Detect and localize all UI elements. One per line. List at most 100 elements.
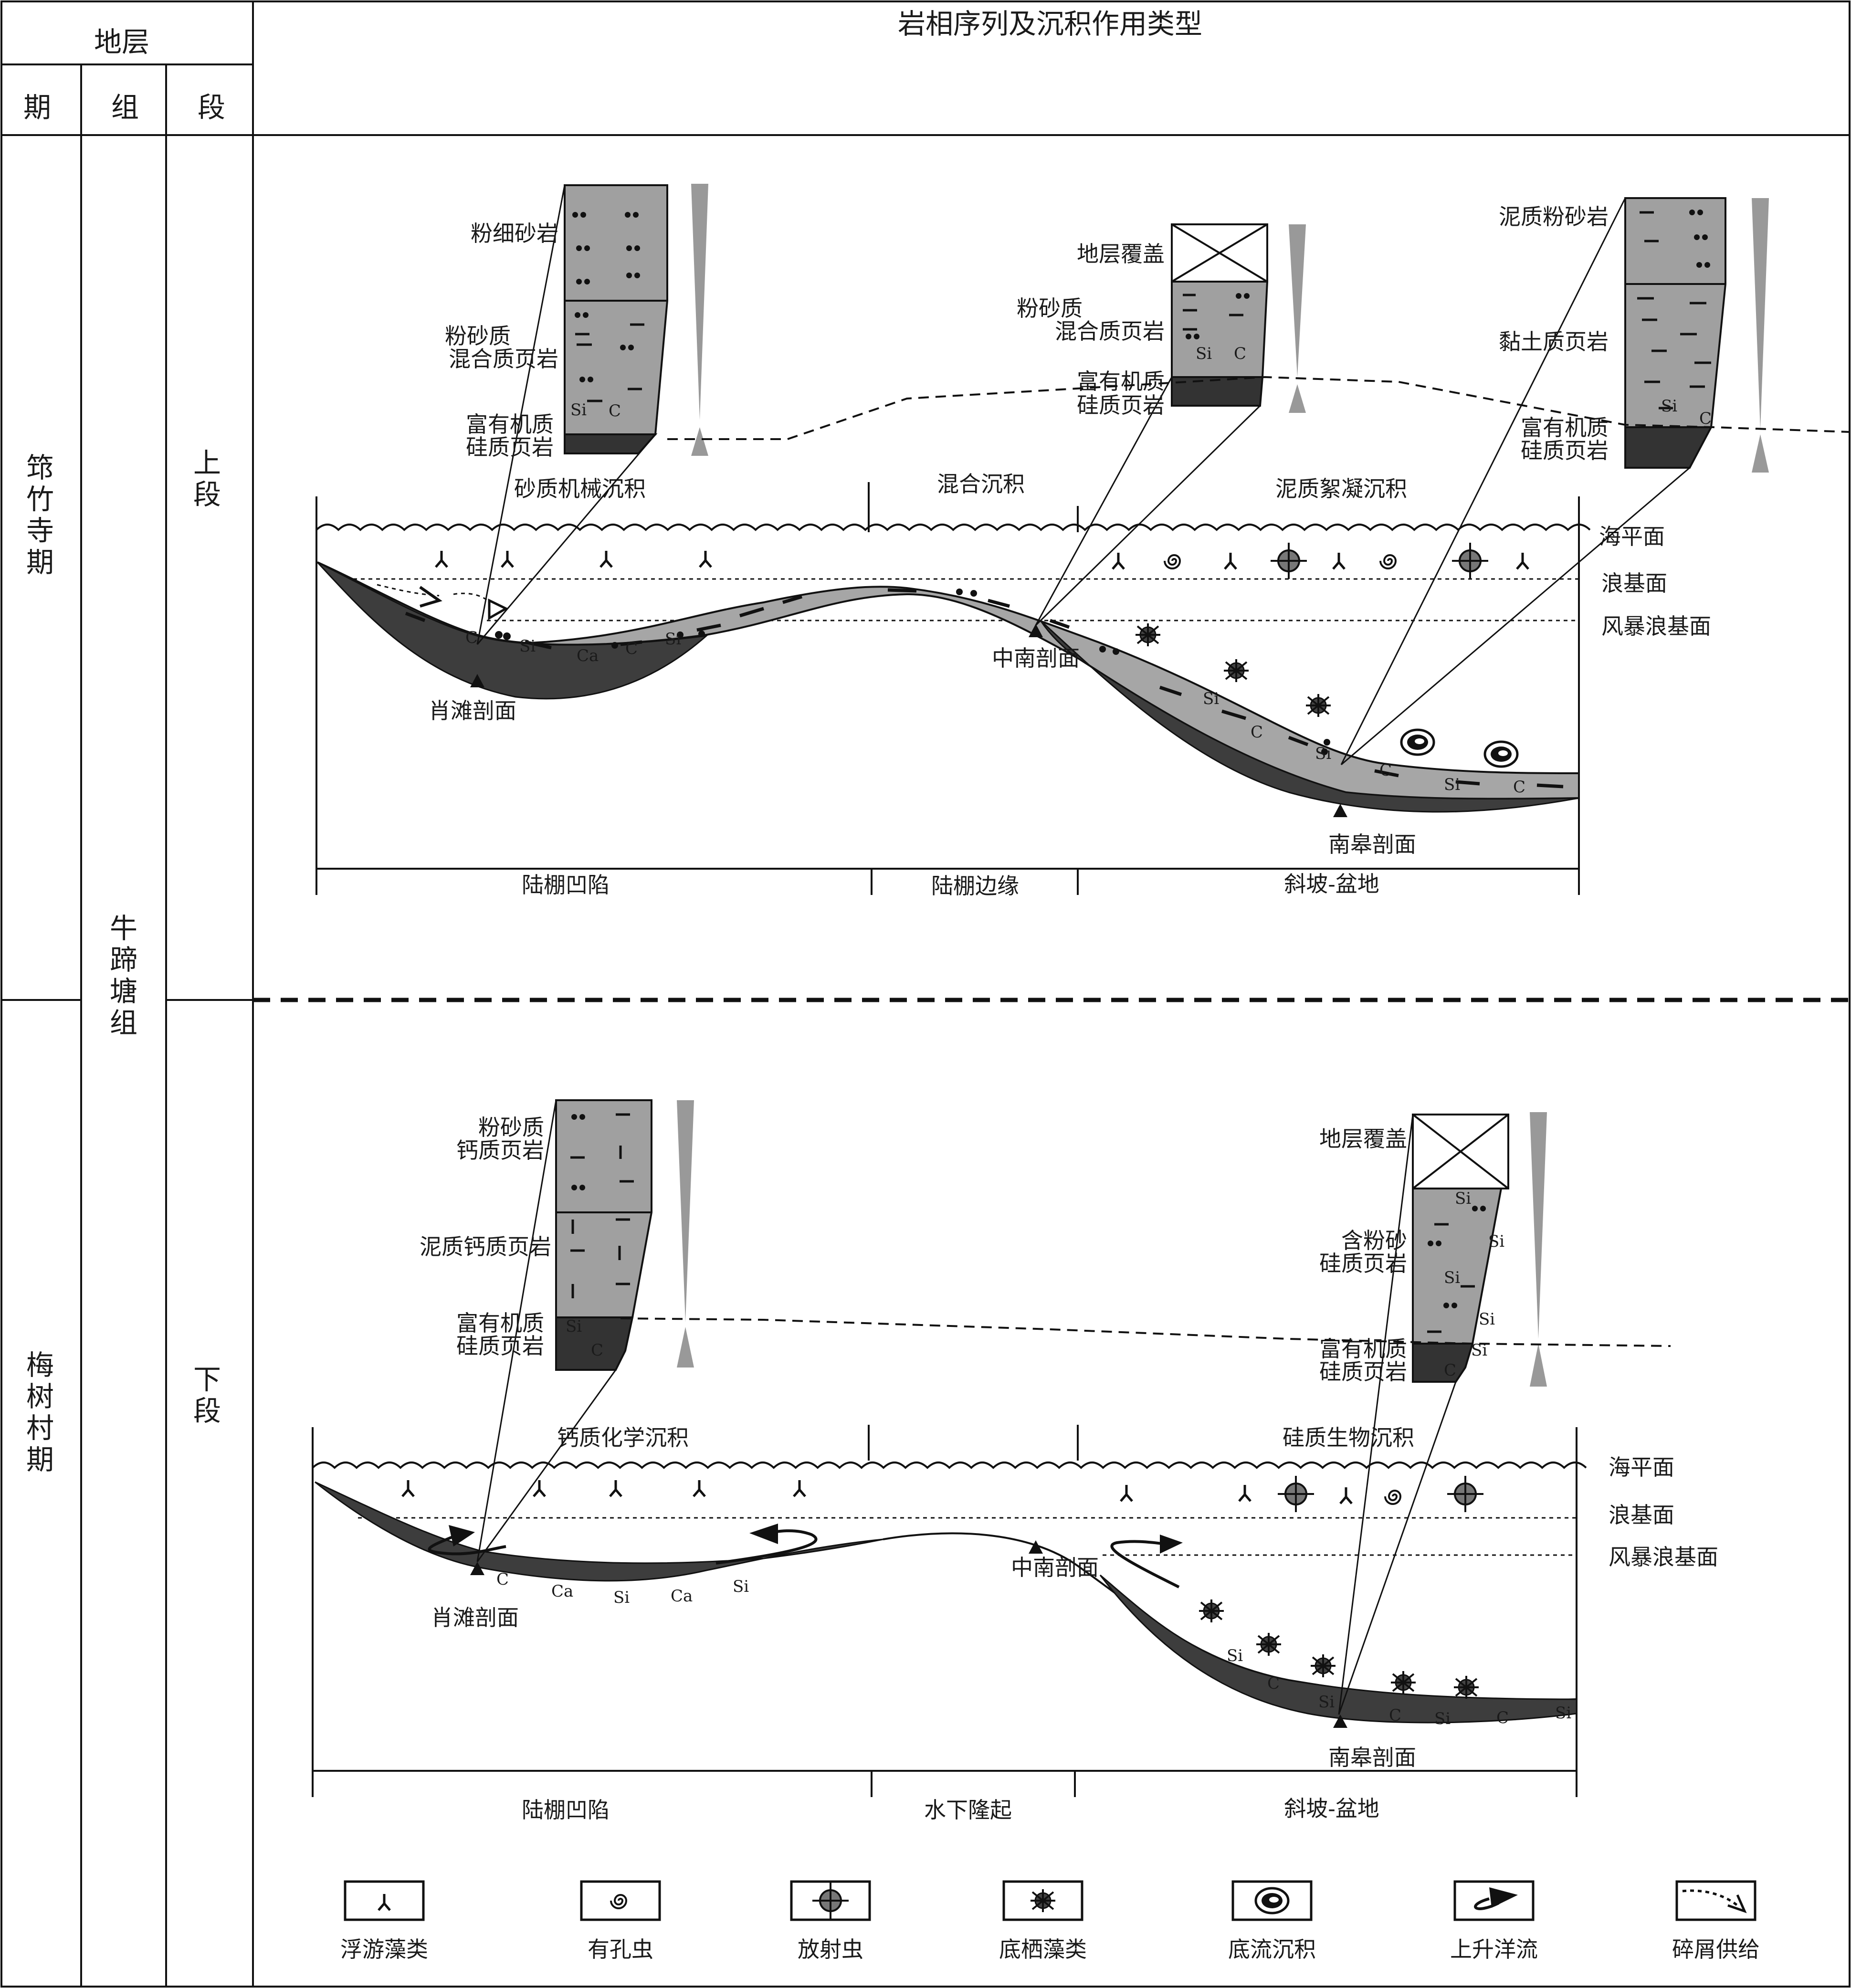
benthic-algae-icon	[1453, 1675, 1480, 1700]
section-marker-icon	[1029, 1540, 1043, 1554]
elem-si-label: Si	[1479, 1310, 1495, 1329]
plankton-algae-icon	[1517, 553, 1528, 569]
column-label: 粉细砂岩	[471, 221, 558, 246]
plankton-algae-icon	[794, 1480, 805, 1496]
column-label: 硅质页岩	[1319, 1359, 1407, 1385]
elem-si-label: Si	[613, 1588, 630, 1607]
section-marker-icon	[470, 1562, 484, 1575]
lower-sea-level-label: 海平面	[1609, 1454, 1674, 1480]
legend-item: 放射虫	[790, 1880, 871, 1962]
period-header: 期	[23, 91, 51, 124]
upper-sea-level-wave	[316, 524, 1591, 531]
benthic-algae-icon	[1255, 1632, 1282, 1657]
radiolaria-icon	[1446, 1475, 1484, 1513]
column-label: 粉砂质	[478, 1115, 544, 1140]
column-label: 黏土质页岩	[1499, 329, 1609, 355]
lower-correlation-line	[620, 1317, 1671, 1347]
plankton-algae-icon	[610, 1480, 621, 1496]
lower-zone-label-2: 水下隆起	[924, 1797, 1012, 1823]
bottom-current-icon	[1485, 742, 1517, 767]
legend-item: 底流沉积	[1228, 1880, 1316, 1962]
column-label: 泥质钙质页岩	[420, 1234, 551, 1260]
legend-label: 上升洋流	[1450, 1936, 1538, 1962]
column-label: 粉砂质	[445, 323, 511, 349]
benthic-algae-icon	[1223, 658, 1250, 683]
column-label: 钙质页岩	[456, 1137, 544, 1163]
elem-c-label: C	[1267, 1674, 1280, 1693]
legend-label: 碎屑供给	[1672, 1936, 1760, 1962]
upper-column-2: Si C 地层覆盖 粉砂质 混合质页岩 富有机质 硅质页岩	[1017, 223, 1306, 626]
column-label: 硅质页岩	[1077, 392, 1165, 418]
benthic-algae-icon	[1390, 1670, 1417, 1695]
upper-section-label-1: 肖滩剖面	[429, 698, 516, 724]
elem-c-label: C	[609, 401, 621, 421]
lower-zone-ticks	[868, 1425, 1079, 1797]
bottom-current-icon	[1401, 730, 1434, 755]
upper-panel: C Si Ca C Si Si C Si C Si C	[316, 184, 1850, 899]
elem-si-label: Si	[1203, 689, 1219, 708]
foraminifera-icon	[1384, 1490, 1401, 1505]
plankton-algae-icon	[1113, 553, 1124, 569]
group-header: 组	[111, 91, 139, 124]
lower-wave-base-label: 浪基面	[1609, 1502, 1674, 1528]
elem-c-label: C	[1699, 409, 1712, 428]
elem-c-label: C	[591, 1341, 603, 1360]
plankton-algae-icon	[502, 551, 513, 567]
upper-column-1: Si C 粉细砂岩 粉砂质 混合质页岩 富有机质 硅质页岩	[445, 184, 708, 645]
column-label: 地层覆盖	[1077, 241, 1165, 267]
upwelling-arrow	[1110, 1535, 1183, 1588]
lower-section-label-2: 中南剖面	[1011, 1555, 1099, 1580]
upper-column-3: Si C 泥质粉砂岩 黏土质页岩 富有机质 硅质页岩	[1340, 197, 1769, 766]
elem-si-label: Si	[1315, 744, 1331, 763]
elem-ca-label: Ca	[577, 646, 599, 665]
legend-label: 底流沉积	[1228, 1936, 1316, 1962]
elem-si-label: Si	[566, 1317, 582, 1336]
upper-zone-label-1: 陆棚凹陷	[522, 872, 610, 898]
radiolaria-icon	[1270, 542, 1308, 580]
upper-correlation-line	[667, 376, 1850, 440]
benthic-algae-icon	[1198, 1599, 1225, 1623]
column-label: 含粉砂	[1341, 1228, 1407, 1253]
section-marker-icon	[1029, 624, 1043, 637]
lower-section-label-3: 南皋剖面	[1328, 1745, 1416, 1770]
lower-sed-type-2: 硅质生物沉积	[1283, 1425, 1414, 1451]
elem-c-label: C	[465, 628, 478, 647]
elem-ca-label: Ca	[671, 1587, 693, 1606]
upper-dark-layer	[1040, 620, 1579, 813]
elem-si-label: Si	[1444, 1268, 1460, 1287]
elem-si-label: Si	[1555, 1704, 1571, 1723]
upper-section-label-3: 南皋剖面	[1328, 831, 1416, 857]
lower-sediment-markers: C Ca Si Ca Si Si C Si C Si C Si	[496, 1570, 1571, 1728]
column-label: 硅质页岩	[466, 434, 554, 460]
elem-c-label: C	[1379, 761, 1392, 780]
legend-item: 浮游藻类	[340, 1880, 428, 1962]
column-label: 富有机质	[456, 1310, 544, 1336]
elem-si-label: Si	[1318, 1693, 1335, 1712]
upper-section-label-2: 中南剖面	[992, 645, 1080, 671]
legend-item: 碎屑供给	[1672, 1880, 1760, 1962]
elem-c-label: C	[625, 639, 638, 658]
elem-si-label: Si	[1196, 344, 1212, 363]
upper-zone-label-3: 斜坡-盆地	[1284, 871, 1379, 897]
benthic-algae-icon	[1030, 1888, 1056, 1913]
upper-wave-base-label: 浪基面	[1601, 570, 1667, 596]
column-label: 硅质页岩	[456, 1333, 544, 1359]
elem-si-label: Si	[1444, 775, 1460, 794]
legend-label: 有孔虫	[588, 1936, 653, 1962]
lower-dark-layer	[1099, 1574, 1578, 1724]
plankton-algae-icon	[1333, 553, 1345, 569]
column-label: 富有机质	[1077, 368, 1165, 394]
upwelling-arrow	[715, 1524, 818, 1565]
lower-sed-type-1: 钙质化学沉积	[557, 1425, 689, 1451]
legend-label: 底栖藻类	[999, 1936, 1087, 1962]
legend-item: 有孔虫	[580, 1880, 661, 1962]
plankton-algae-icon	[402, 1480, 414, 1496]
plankton-algae-icon	[534, 1480, 545, 1496]
segment-header: 段	[198, 91, 225, 124]
strata-header: 地层	[94, 26, 149, 58]
upper-sed-type-1: 砂质机械沉积	[514, 476, 646, 502]
legend-label: 浮游藻类	[340, 1936, 428, 1962]
column-label: 粉砂质	[1017, 295, 1083, 321]
